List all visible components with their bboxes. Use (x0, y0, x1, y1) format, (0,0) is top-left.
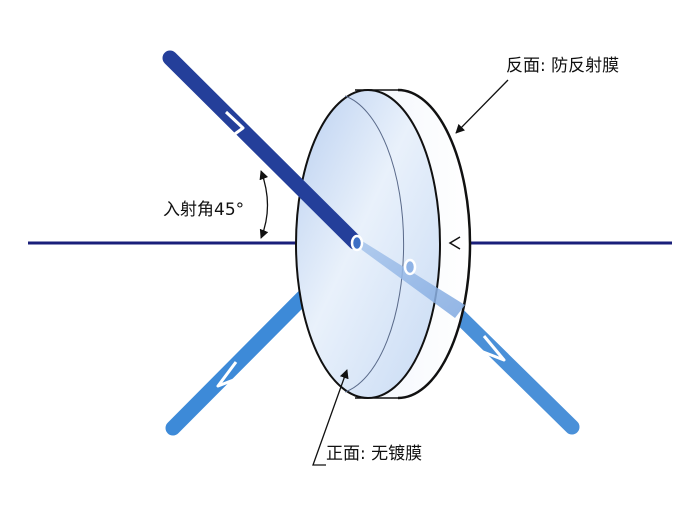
back-surface-hit-point (403, 258, 417, 276)
internal-beam (354, 236, 465, 318)
back-surface-arrow-icon (448, 236, 461, 250)
lens-front-face (295, 89, 441, 399)
incident-angle-label: 入射角45° (163, 200, 245, 220)
front-face-label: 正面: 无镀膜 (326, 444, 423, 464)
back-face-leader-line (455, 79, 509, 134)
back-face-label: 反面: 防反射膜 (506, 56, 620, 76)
lens-back-edge (397, 88, 472, 400)
reflected-beam-chevron-icon (216, 361, 245, 388)
incident-angle-arc (259, 170, 269, 239)
lens-inner-rim-line (344, 95, 405, 393)
transmitted-beam-exit (447, 304, 580, 435)
incident-beam (162, 50, 363, 250)
front-face-leader-line (312, 369, 349, 466)
transmitted-beam-chevron-icon (477, 335, 506, 362)
front-surface-hit-point (350, 234, 364, 252)
incident-beam-chevron-icon (224, 110, 245, 138)
